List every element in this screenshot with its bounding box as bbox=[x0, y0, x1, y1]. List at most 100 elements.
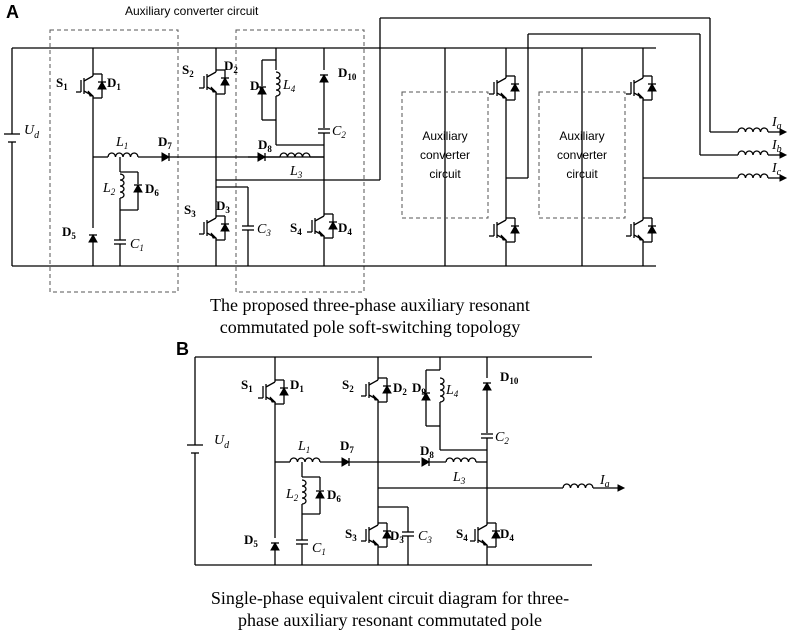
svg-text:Ud: Ud bbox=[24, 123, 40, 141]
svg-text:S2: S2 bbox=[342, 377, 354, 394]
d7-diode-a bbox=[161, 152, 170, 162]
aux-converter-box-b bbox=[401, 91, 489, 219]
svg-text:D7: D7 bbox=[340, 438, 354, 455]
svg-text:L3: L3 bbox=[452, 470, 466, 486]
ia-inductor-a bbox=[737, 127, 769, 133]
phase-b-lower-igbt bbox=[488, 211, 520, 249]
s4-igbt-a bbox=[306, 207, 338, 245]
s1-igbt-b bbox=[257, 373, 289, 411]
svg-text:D7: D7 bbox=[158, 134, 172, 151]
l2-inductor-a bbox=[119, 173, 125, 199]
ia-label-b: Ia bbox=[599, 473, 610, 490]
svg-text:converter: converter bbox=[420, 148, 470, 162]
aux-box-right bbox=[235, 29, 365, 293]
d5-diode-a bbox=[88, 234, 98, 243]
ia-inductor-b bbox=[562, 483, 594, 489]
d8-diode-b bbox=[421, 457, 430, 467]
caption-a: The proposed three-phase auxiliary reson… bbox=[210, 295, 530, 337]
svg-text:D9: D9 bbox=[250, 78, 264, 95]
svg-text:C3: C3 bbox=[257, 222, 271, 238]
svg-text:L3: L3 bbox=[289, 164, 303, 180]
svg-text:D8: D8 bbox=[420, 443, 434, 460]
aux-converter-box-c bbox=[538, 91, 626, 219]
svg-text:Ud: Ud bbox=[214, 433, 230, 451]
d10-diode-a bbox=[319, 74, 329, 83]
c3-capacitor-a bbox=[241, 225, 255, 231]
svg-text:D1: D1 bbox=[107, 75, 121, 92]
s4-igbt-b bbox=[469, 516, 501, 554]
svg-text:D10: D10 bbox=[338, 65, 357, 82]
phase-c-upper-igbt bbox=[625, 69, 657, 107]
svg-text:D1: D1 bbox=[290, 377, 304, 394]
ib-label-a: Ib bbox=[771, 138, 782, 155]
d6-diode-a bbox=[133, 184, 143, 193]
svg-text:D8: D8 bbox=[258, 137, 272, 154]
phase-c-lower-igbt bbox=[625, 211, 657, 249]
svg-text:Auxiliary: Auxiliary bbox=[422, 129, 467, 143]
svg-text:S4: S4 bbox=[290, 220, 302, 237]
d7-diode-b bbox=[341, 457, 350, 467]
svg-text:converter: converter bbox=[557, 148, 607, 162]
d5-diode-b bbox=[270, 542, 280, 551]
svg-text:D6: D6 bbox=[145, 181, 159, 198]
svg-text:C1: C1 bbox=[312, 541, 326, 557]
svg-text:L4: L4 bbox=[445, 383, 459, 399]
d6-diode-b bbox=[315, 490, 325, 499]
d10-diode-b bbox=[482, 382, 492, 391]
svg-text:D2: D2 bbox=[224, 58, 238, 75]
svg-text:S4: S4 bbox=[456, 526, 468, 543]
svg-text:S3: S3 bbox=[184, 202, 196, 219]
svg-text:D3: D3 bbox=[390, 528, 404, 545]
svg-text:C2: C2 bbox=[495, 430, 509, 446]
svg-text:L2: L2 bbox=[102, 181, 116, 197]
svg-text:D6: D6 bbox=[327, 487, 341, 504]
ic-label-a: Ic bbox=[771, 161, 782, 178]
svg-text:D5: D5 bbox=[244, 532, 258, 549]
c2-capacitor-b bbox=[480, 433, 494, 439]
svg-text:circuit: circuit bbox=[429, 167, 461, 181]
svg-text:Auxiliary: Auxiliary bbox=[559, 129, 604, 143]
svg-text:D4: D4 bbox=[338, 220, 352, 237]
svg-text:D3: D3 bbox=[216, 198, 230, 215]
l4-inductor-b bbox=[439, 377, 445, 403]
panel-a: A Auxiliary converter circuit Ud bbox=[4, 2, 787, 293]
svg-text:D5: D5 bbox=[62, 224, 76, 241]
aux-box-left bbox=[49, 29, 179, 293]
ib-inductor-a bbox=[737, 150, 769, 156]
aux-converter-label: Auxiliary converter circuit bbox=[125, 4, 259, 18]
svg-text:C3: C3 bbox=[418, 529, 432, 545]
ic-inductor-a bbox=[737, 173, 769, 179]
l1-inductor-b bbox=[289, 457, 321, 463]
panel-b: B Ud bbox=[176, 339, 625, 566]
panel-b-letter: B bbox=[176, 339, 189, 359]
c1-capacitor-a bbox=[113, 239, 127, 245]
svg-text:D4: D4 bbox=[500, 526, 514, 543]
panel-a-letter: A bbox=[6, 2, 19, 22]
s1-igbt-a bbox=[75, 67, 107, 105]
svg-text:D10: D10 bbox=[500, 369, 519, 386]
svg-text:D9: D9 bbox=[412, 380, 426, 397]
svg-text:S2: S2 bbox=[182, 62, 194, 79]
svg-text:L1: L1 bbox=[115, 135, 128, 151]
l3-inductor-b bbox=[445, 457, 477, 463]
s3-igbt-a bbox=[198, 209, 230, 247]
svg-text:C1: C1 bbox=[130, 237, 144, 253]
svg-text:L4: L4 bbox=[282, 78, 296, 94]
l4-inductor-a bbox=[275, 71, 281, 97]
svg-text:S1: S1 bbox=[241, 377, 253, 394]
s3-igbt-b bbox=[360, 516, 392, 554]
caption-b: Single-phase equivalent circuit diagram … bbox=[210, 588, 570, 630]
svg-text:L1: L1 bbox=[297, 439, 310, 455]
svg-text:S1: S1 bbox=[56, 75, 68, 92]
phase-b-upper-igbt bbox=[488, 69, 520, 107]
l2-inductor-b bbox=[301, 479, 307, 505]
ia-label-a: Ia bbox=[771, 115, 782, 132]
l1-inductor-a bbox=[107, 152, 139, 158]
svg-text:D2: D2 bbox=[393, 380, 407, 397]
svg-text:L2: L2 bbox=[285, 487, 299, 503]
svg-text:S3: S3 bbox=[345, 526, 357, 543]
c2-capacitor-a bbox=[317, 128, 331, 134]
d8-diode-a bbox=[257, 152, 266, 162]
s2-igbt-b bbox=[360, 371, 392, 409]
